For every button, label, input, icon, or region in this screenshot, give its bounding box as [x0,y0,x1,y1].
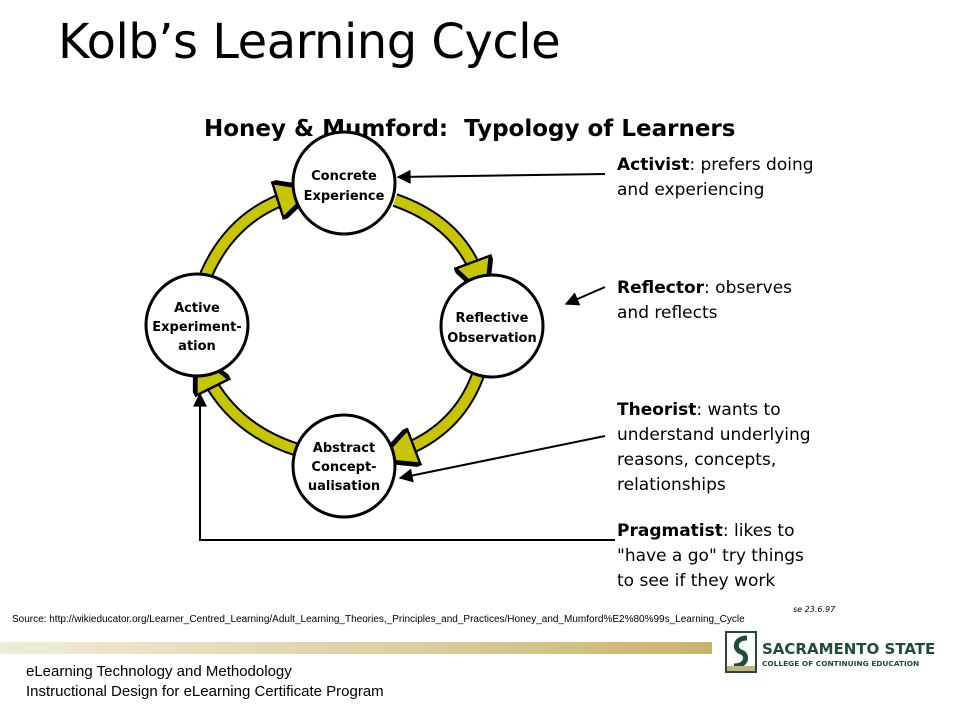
svg-text:"have a go" try things: "have a go" try things [617,546,804,566]
cycle-arrow-abstract-to-active [199,370,301,457]
svg-text:Pragmatist: likes to: Pragmatist: likes to [617,521,794,541]
learner-activist: Activist: prefers doing and experiencing [617,155,814,200]
svg-text:Experiment-: Experiment- [152,320,241,335]
svg-text:Activist: prefers doing: Activist: prefers doing [617,155,814,175]
svg-text:and experiencing: and experiencing [617,180,764,200]
sacramento-state-logo: SACRAMENTO STATE COLLEGE OF CONTINUING E… [725,631,935,673]
slide-title: Kolb’s Learning Cycle [58,14,561,70]
svg-text:ation: ation [178,339,216,354]
svg-text:Reflector: observes: Reflector: observes [617,278,792,298]
learner-pragmatist: Pragmatist: likes to "have a go" try thi… [617,521,804,591]
svg-text:reasons, concepts,: reasons, concepts, [617,450,776,470]
cycle-arrows [206,196,478,452]
footer-bar [0,642,712,654]
handwritten-signature: se 23.6.97 [793,605,836,614]
cycle-arrow-concrete-to-reflective [392,193,485,279]
learner-theorist: Theorist: wants to understand underlying… [617,400,811,495]
footer-course: eLearning Technology and Methodology [26,663,292,680]
svg-text:to see if they work: to see if they work [617,571,775,591]
logo-name: SACRAMENTO STATE [762,640,935,658]
cycle-arrow-active-to-concrete [199,189,295,278]
footer-text: eLearning Technology and Methodology Ins… [26,662,384,702]
stage-concrete-experience: Concrete Experience [291,130,397,236]
stage-active-experimentation: Active Experiment- ation [144,272,250,378]
svg-text:Experience: Experience [304,189,385,204]
stage-reflective-observation: Reflective Observation [439,273,545,379]
logo-subtitle: COLLEGE OF CONTINUING EDUCATION [762,659,919,668]
svg-text:relationships: relationships [617,475,726,495]
pointer-theorist [398,435,606,483]
cycle-arrow-reflective-to-abstract [397,372,485,459]
hornet-shield-icon [725,631,757,673]
pointer-lines [193,169,615,541]
svg-text:Theorist: wants to: Theorist: wants to [617,400,781,420]
svg-text:understand underlying: understand underlying [617,425,811,445]
svg-text:Concept-: Concept- [311,460,376,475]
svg-text:ualisation: ualisation [308,479,380,494]
svg-text:Reflective: Reflective [456,311,529,326]
footer-program: Instructional Design for eLearning Certi… [26,683,384,700]
stage-abstract-conceptualisation: Abstract Concept- ualisation [291,413,397,519]
learning-cycle-diagram: Honey & Mumford: Typology of Learners Co… [144,116,836,614]
svg-text:Concrete: Concrete [311,169,377,184]
diagram-title: Honey & Mumford: Typology of Learners [204,116,735,142]
pointer-pragmatist [193,392,615,541]
svg-text:Active: Active [174,301,220,316]
svg-text:and reflects: and reflects [617,303,718,323]
pointer-activist [396,169,606,184]
source-citation: Source: http://wikieducator.org/Learner_… [12,614,745,625]
svg-text:Abstract: Abstract [313,441,375,456]
learner-reflector: Reflector: observes and reflects [617,278,792,323]
pointer-reflector [564,286,606,306]
svg-text:Observation: Observation [447,331,536,346]
